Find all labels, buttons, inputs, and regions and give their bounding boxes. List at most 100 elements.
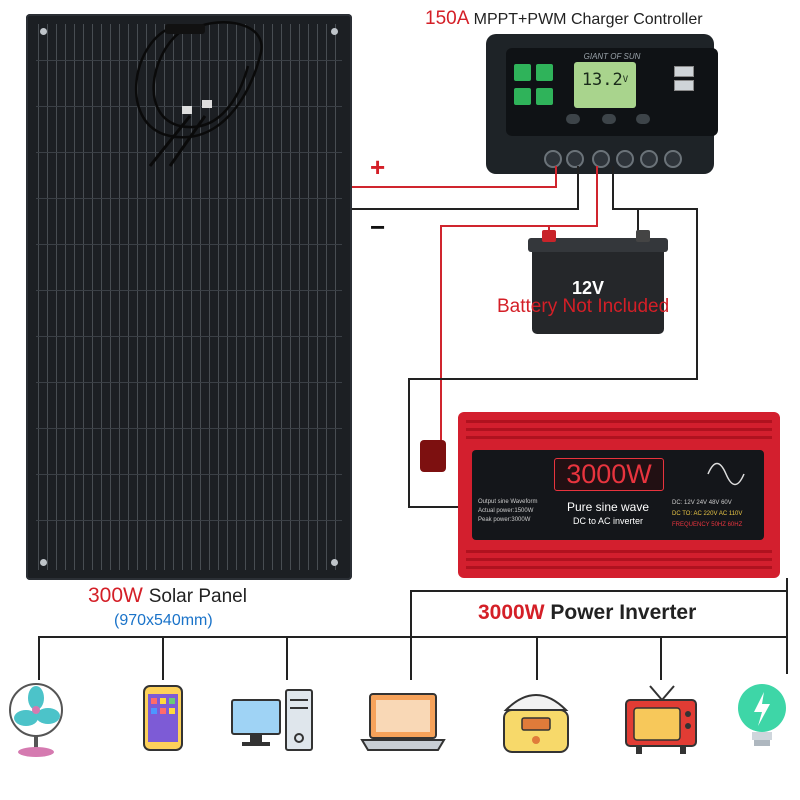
output-bus <box>410 590 412 680</box>
cell-strip <box>83 24 84 570</box>
charge-controller: GIANT OF SUN 13.2V <box>474 34 726 182</box>
cell-strip <box>101 24 102 570</box>
cell-strip <box>236 24 237 570</box>
device-drop <box>660 636 662 680</box>
cell-row <box>36 198 342 199</box>
lcd-value: 13.2 <box>581 70 623 90</box>
cooling-fin <box>466 436 772 439</box>
mounting-hole <box>331 559 338 566</box>
wire-inverter-positive <box>440 225 550 227</box>
wire-battery-negative <box>637 208 639 238</box>
cooling-fin <box>466 420 772 423</box>
controller-power: 150A <box>425 8 469 29</box>
cell-strip <box>254 24 255 570</box>
cooling-fin <box>466 558 772 561</box>
spec-line: Actual power:1500W <box>478 508 534 514</box>
terminal-icon <box>544 150 562 168</box>
mounting-hole <box>40 28 47 35</box>
cell-strip <box>218 24 219 570</box>
wire-inverter-negative <box>408 378 410 508</box>
light-bulb-icon <box>738 684 786 746</box>
cell-strip <box>119 24 120 570</box>
device-drop <box>286 636 288 680</box>
controller-button[interactable] <box>602 114 616 124</box>
wire-inverter-positive <box>440 225 442 463</box>
controller-brand: GIANT OF SUN <box>583 52 641 61</box>
usb-port-icon <box>674 80 694 91</box>
spec-line: Output sine Waveform <box>478 499 538 505</box>
wire-inverter-negative <box>612 208 698 210</box>
terminal-icon <box>640 150 658 168</box>
wire-positive <box>352 186 556 188</box>
panel-size: (970x540mm) <box>114 612 213 629</box>
cell-row <box>36 336 342 337</box>
device-drop <box>536 636 538 680</box>
wire-battery-positive <box>596 166 598 226</box>
laptop-icon <box>360 693 446 751</box>
cell-strip <box>182 24 183 570</box>
cell-strip <box>56 24 57 570</box>
cell-strip <box>164 24 165 570</box>
battery-voltage: 12V <box>572 278 605 298</box>
controller-lcd: 13.2V <box>574 62 636 108</box>
cell-strip <box>299 24 300 570</box>
terminal-icon <box>616 150 634 168</box>
terminal-icon <box>592 150 610 168</box>
wire-negative <box>352 208 578 210</box>
battery-note: Battery Not Included <box>497 296 670 317</box>
wire-inverter-negative <box>696 208 698 380</box>
power-inverter: Output sine Waveform Actual power:1500W … <box>420 412 780 578</box>
panel-name: Solar Panel <box>148 586 247 607</box>
sine-wave-icon <box>707 462 745 486</box>
cell-strip <box>47 24 48 570</box>
battery-positive-post <box>542 230 556 242</box>
cell-strip <box>155 24 156 570</box>
cell-strip <box>38 24 39 570</box>
cell-row <box>36 290 342 291</box>
panel-cables <box>135 21 263 167</box>
output-bus <box>38 636 786 638</box>
inverter-display-line1: Pure sine wave <box>566 500 650 514</box>
controller-button[interactable] <box>566 114 580 124</box>
inverter-display-power: 3000W <box>554 458 664 491</box>
inverter-specs: Output sine Waveform Actual power:1500W … <box>478 498 537 525</box>
positive-sign: + <box>370 152 386 182</box>
cell-strip <box>209 24 210 570</box>
cell-row <box>36 60 342 61</box>
wire-positive <box>555 166 557 188</box>
battery: 12V <box>528 230 668 334</box>
cooling-fin <box>466 550 772 553</box>
cooling-fin <box>466 428 772 431</box>
cell-strip <box>74 24 75 570</box>
desktop-computer-icon <box>231 689 313 751</box>
spec-line: Peak power:3000W <box>478 517 531 523</box>
clock-icon <box>514 88 531 105</box>
cooling-fin <box>466 566 772 569</box>
cell-row <box>36 244 342 245</box>
cell-strip <box>173 24 174 570</box>
dc-options: DC: 12V 24V 48V 60V <box>672 500 732 506</box>
inverter-display-line2: DC to AC inverter <box>572 516 644 526</box>
controller-button[interactable] <box>636 114 650 124</box>
wire-battery-positive <box>548 225 598 227</box>
panel-label: 300W Solar Panel <box>88 584 247 608</box>
mode-icon <box>514 64 531 81</box>
cell-row <box>36 152 342 153</box>
cell-strip <box>227 24 228 570</box>
cell-strip <box>200 24 201 570</box>
cell-row <box>36 428 342 429</box>
inverter-terminal-icon <box>420 440 446 472</box>
device-drop <box>162 636 164 680</box>
cell-strip <box>272 24 273 570</box>
cell-strip <box>263 24 264 570</box>
battery-negative-post <box>636 230 650 242</box>
cell-strip <box>335 24 336 570</box>
frequency-options: FREQUENCY 50HZ 60HZ <box>672 522 743 528</box>
cell-strip <box>128 24 129 570</box>
usb-port-icon <box>674 66 694 77</box>
lock-icon <box>536 88 553 105</box>
terminal-icon <box>664 150 682 168</box>
cell-strip <box>245 24 246 570</box>
mounting-hole <box>331 28 338 35</box>
cell-strip <box>308 24 309 570</box>
